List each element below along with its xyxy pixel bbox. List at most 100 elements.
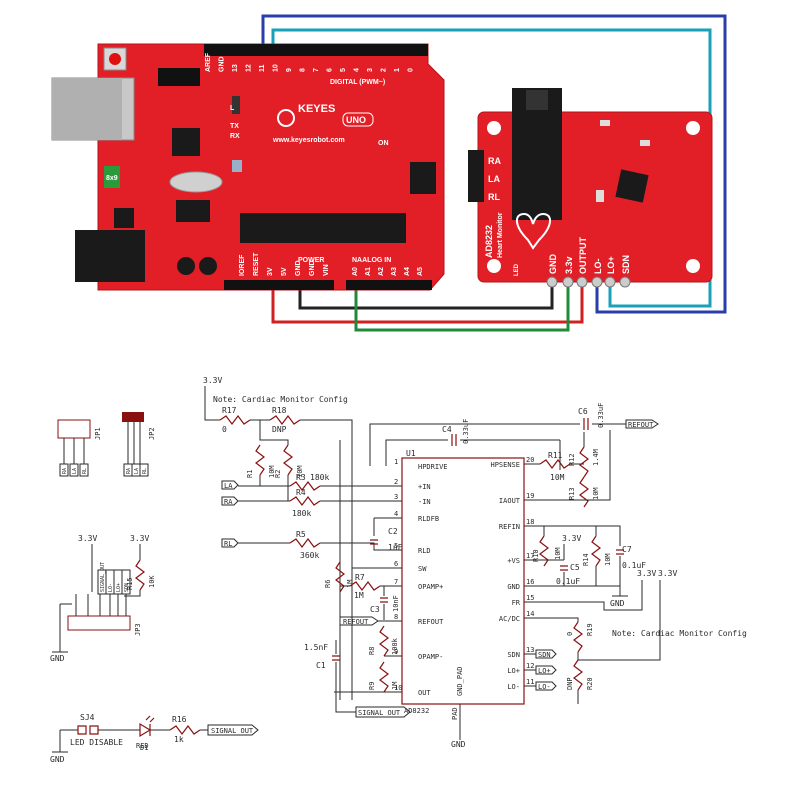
r1-val: 10M [268,465,276,478]
analog-pin-4: A4 [404,267,411,276]
ic-pad-label: PAD [451,707,459,720]
ic-pin-name-7: OPAMP+ [418,583,443,591]
schematic: 3.3V Note: Cardiac Monitor Config R17 0 … [50,376,747,764]
oscillator [169,171,223,193]
jp1-pin-la: LA [72,468,78,474]
r16-val: 1k [174,735,184,744]
power-pin-6: VIN [323,264,330,276]
r6-symbol [335,561,345,593]
arduino-model: UNO [346,115,366,125]
jp1-label: JP1 [94,427,102,440]
r12-symbol [579,446,589,478]
digital-pin-12: 3 [367,68,374,72]
power-pin-4: GND [295,260,302,276]
analog-pin-1: A1 [365,267,372,276]
ic-name: AD8232 [404,707,429,715]
r9-val: 1M [391,682,399,690]
ic-u1 [401,457,525,705]
jp2-pin-ra: RA [126,468,132,474]
signal-out-flag-led [207,724,259,736]
power-pin-5: GND [309,260,316,276]
jp2-pin-la: LA [134,468,140,474]
digital-pin-10: 5 [340,68,347,72]
ic-pin-num-19: 19 [526,492,534,500]
ic-pin-name-16: GND [507,583,520,591]
r15-val: 10K [148,575,156,588]
jp2-pin-rl: RL [142,468,148,474]
r19-ref: R19 [586,623,594,636]
ic-pin-name-17: +VS [507,557,520,565]
r4-symbol [289,496,321,506]
c7-val: 0.1uF [622,561,646,570]
r8-ref: R8 [368,647,376,655]
ic-pin-name-19: IAOUT [499,497,521,505]
ic-ref: U1 [406,449,416,458]
analog-header [346,280,432,290]
r20-ref: R20 [586,677,594,690]
sj4-ref: SJ4 [80,713,95,722]
led-label: LED [514,263,520,276]
jp1-pin-rl: RL [82,468,88,474]
jp3-pin-signal: SIGNAL_OUT [100,562,106,592]
jp3-pin-sdn: SDN [124,583,130,592]
sj4-symbol [77,725,99,735]
ad8232-chip [615,169,649,203]
ad8232-pin-holes [546,276,631,288]
r18-symbol [269,415,301,425]
gnd-label-led: GND [50,755,65,764]
ic-pin-num-13: 13 [526,646,534,654]
power-pin-1: RESET [253,252,260,276]
on-label: ON [378,140,389,147]
c4-ref: C4 [442,425,452,434]
ic-pin-num-6: 6 [394,560,398,568]
ic-right-pins: 20HPSENSE19IAOUT18REFIN17+VS16GND15FR14A… [490,456,534,691]
ic-pin-num-18: 18 [526,518,534,526]
arduino-url: www.keyesrobot.com [272,137,345,144]
r2-val: 10M [296,465,304,478]
c7-symbol [616,549,624,555]
power-header [224,280,334,290]
ic-pin-name-8: REFOUT [418,618,444,626]
r15-symbol [135,559,145,591]
supply-label-jp3: 3.3V [78,534,97,543]
analog-pin-5: A5 [417,267,424,276]
jack-label-ra: RA [488,156,501,166]
heart-logo [516,212,551,250]
arduino-board: 8x9 KEYES UNO www.keyesrobot.com DIGITAL… [51,43,445,291]
ic-left-pins: 1HPDRIVE2+IN3-IN4RLDFB5RLD6SW7OPAMP+8REF… [394,458,448,697]
c3-symbol [380,597,388,603]
refout-flag-left-label: REFOUT [343,618,369,626]
r9-symbol [379,661,389,693]
c5-val: 0.1uF [556,577,580,586]
ic-pin-name-18: REFIN [499,523,520,531]
ic-pin-name-3: -IN [418,498,431,506]
c1-ref: C1 [316,661,326,670]
ic-pin-num-17: 17 [526,552,534,560]
ic-pin-name-9: OPAMP- [418,653,443,661]
r7-val: 1M [354,591,364,600]
r11-symbol [539,459,571,469]
supply-label-top: 3.3V [203,376,222,385]
signal-out-flag [355,706,411,718]
power-pin-2: 3V [267,267,274,276]
gnd-label-jp3: GND [50,654,65,663]
r13-val: 10M [592,487,600,500]
ad8232-pin-2: OUTPUT [578,237,588,275]
r3-val: 180k [310,473,329,482]
sj4-val: LED DISABLE [70,738,123,747]
digital-pin-7: 8 [300,68,307,72]
r19-val: 0 [566,632,574,636]
c6-ref: C6 [578,407,588,416]
wire-black [298,284,554,310]
ic-pin-num-15: 15 [526,594,534,602]
ra-flag [221,496,239,506]
jack-label-rl: RL [488,192,500,202]
digital-pin-5: 10 [273,64,280,72]
ic-pin-name-5: RLD [418,547,431,555]
refout-flag-left [339,616,379,626]
ic-pin-num-2: 2 [394,478,398,486]
r19-symbol [573,621,583,653]
